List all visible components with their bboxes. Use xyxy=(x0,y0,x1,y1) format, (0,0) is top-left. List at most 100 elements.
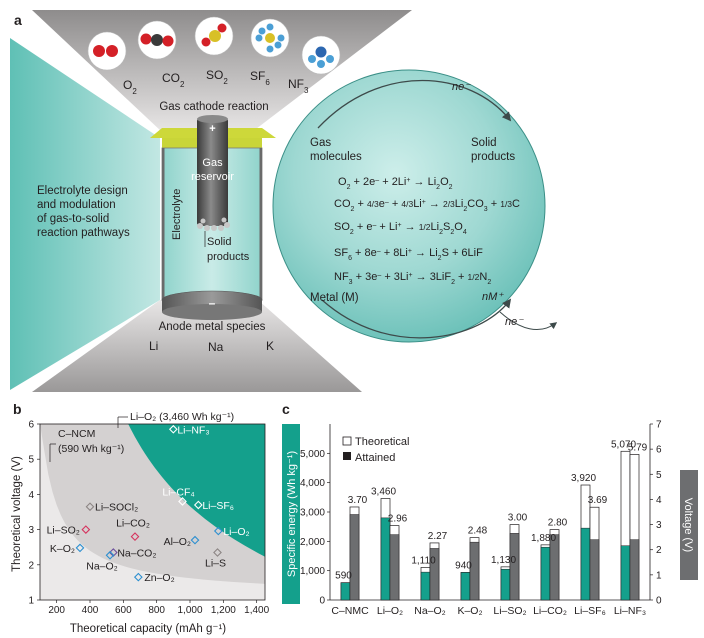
panel-c-energy-label: 1,130 xyxy=(491,555,516,566)
panel-c-voltage-label: 3.00 xyxy=(508,513,528,524)
reaction-sf6: SF6 + 8e– + 8Li+ → Li2S + 6LiF xyxy=(334,247,483,262)
panel-c-voltage-attained-bar xyxy=(469,541,480,601)
panel-c-category-label: Li–O₂ xyxy=(377,605,403,617)
panel-c-label: c xyxy=(282,401,290,417)
gas-molecule-so2 xyxy=(194,16,234,56)
panel-c-category-label: Li–SF₆ xyxy=(574,605,606,617)
panel-c-ylabel-band xyxy=(282,424,300,604)
reaction-sphere: ne⁻ Gas molecules Solid products O2 + 2e… xyxy=(272,69,558,343)
panel-c-y2-tick: 6 xyxy=(656,445,662,456)
panel-c-energy-label: 1,110 xyxy=(411,555,436,566)
panel-c-y-tick: 3,000 xyxy=(300,508,325,519)
panel-c-energy-attained-bar xyxy=(540,546,551,601)
gas-cathode-reaction-label: Gas cathode reaction xyxy=(159,101,268,113)
panel-c-y-tick: 0 xyxy=(319,596,325,607)
panel-c-voltage-attained-bar xyxy=(629,539,640,601)
panel-b-y-tick: 2 xyxy=(28,560,34,571)
panel-c-y2-tick: 5 xyxy=(656,470,662,481)
panel-c-y-tick: 4,000 xyxy=(300,478,325,489)
solid-products-dots xyxy=(197,217,230,231)
panel-b-x-tick: 600 xyxy=(115,605,132,616)
panel-c-voltage-attained-bar xyxy=(389,534,400,601)
panel-c-category-label: Li–NF₃ xyxy=(614,605,646,617)
panel-b-x-tick: 1,200 xyxy=(211,605,236,616)
panel-c-marks: 5903.70C–NMC3,4602.96Li–O₂1,1102.27Na–O₂… xyxy=(331,439,647,617)
panel-c-energy-attained-bar xyxy=(580,527,591,601)
panel-c-energy-label: 3,920 xyxy=(571,473,596,484)
minus-sign: – xyxy=(209,296,216,310)
gas-molecule-o2 xyxy=(87,31,127,71)
c-ncm-label-1: C–NCM xyxy=(58,428,95,440)
metal-fan-area xyxy=(32,300,362,392)
legend-theoretical: Theoretical xyxy=(355,436,409,448)
panel-c-y2-tick: 7 xyxy=(656,420,662,431)
panel-b-ylabel: Theoretical voltage (V) xyxy=(11,456,23,572)
panel-c-energy-label: 5,070 xyxy=(611,439,636,450)
panel-c-y-tick: 5,000 xyxy=(300,449,325,460)
panel-c-voltage-attained-bar xyxy=(549,534,560,601)
panel-b-point-label: Li–SO₂ xyxy=(47,525,80,537)
gas-label-sf6: SF6 xyxy=(250,69,270,87)
panel-b: b Li–NF₃Li–CF₄Li–SF₆Li–O₂Li–SOCl₂Li–SO₂L… xyxy=(11,401,270,635)
panel-b-point-label: Li–SF₆ xyxy=(202,500,234,512)
panel-b-point xyxy=(193,500,203,510)
panel-c-energy-label: 3,460 xyxy=(371,487,396,498)
reservoir-label: reservoir xyxy=(191,171,234,183)
solid-products-line-2: products xyxy=(471,151,515,163)
electrolyte-vertical-label: Electrolyte xyxy=(171,189,183,240)
gas-molecule-nf3 xyxy=(301,35,341,75)
metal-m-label: Metal (M) xyxy=(310,292,359,304)
nm-plus-label: nM⁺ xyxy=(482,291,504,303)
panel-c-y2-tick: 3 xyxy=(656,520,662,531)
panel-c-category-label: Li–SO₂ xyxy=(493,605,526,617)
panel-b-plot-area xyxy=(39,423,266,601)
panel-b-point-label: Li–S xyxy=(205,557,226,569)
panel-b-point xyxy=(213,548,222,557)
panel-a: a O2 CO2 SO2 SF6 NF3 xyxy=(10,8,694,392)
panel-b-x-tick: 400 xyxy=(82,605,99,616)
panel-b-point-label: Na–O₂ xyxy=(86,560,118,572)
panel-c-voltage-label: 2.80 xyxy=(548,518,568,529)
panel-b-point-label: Li–CO₂ xyxy=(116,518,150,530)
panel-b-y-tick: 1 xyxy=(28,596,34,607)
gas-reservoir xyxy=(197,118,228,226)
panel-b-top-callout: Li–O₂ (3,460 Wh kg⁻¹) xyxy=(130,411,234,423)
panel-c-energy-attained-bar xyxy=(620,545,631,601)
electrolyte-design-line-3: of gas-to-solid xyxy=(37,213,109,225)
top-arrow xyxy=(317,79,512,129)
panel-b-x-tick: 800 xyxy=(148,605,165,616)
panel-b-point xyxy=(190,535,200,545)
panel-c-voltage-label: 2.96 xyxy=(388,514,408,525)
panel-b-xlabel: Theoretical capacity (mAh g⁻¹) xyxy=(70,623,226,635)
panel-b-point xyxy=(85,502,95,512)
panel-b-y-tick: 6 xyxy=(28,420,34,431)
panel-b-marks: Li–NF₃Li–CF₄Li–SF₆Li–O₂Li–SOCl₂Li–SO₂Li–… xyxy=(47,424,250,584)
panel-b-point xyxy=(168,424,178,434)
panel-c-y2-tick: 1 xyxy=(656,570,662,581)
panel-c-energy-label: 1,880 xyxy=(531,533,556,544)
electrolyte-design-line-1: Electrolyte design xyxy=(37,185,128,197)
panel-c-category-label: Li–CO₂ xyxy=(533,605,567,617)
panel-b-point-label: Zn–O₂ xyxy=(144,572,174,584)
panel-b-point-label: Li–SOCl₂ xyxy=(95,502,138,514)
electrolyte-wedge xyxy=(10,38,160,390)
panel-c-voltage-label: 3.69 xyxy=(588,495,608,506)
solid-products-line-1: Solid xyxy=(471,137,497,149)
panel-c-voltage-label: 5.79 xyxy=(628,442,648,453)
gas-label: Gas xyxy=(202,157,223,169)
panel-c-voltage-attained-bar xyxy=(429,548,440,601)
panel-c-y2label-band xyxy=(680,470,698,580)
panel-b-y-tick: 5 xyxy=(28,455,34,466)
panel-b-point-label: Al–O₂ xyxy=(164,536,191,548)
panel-b-point xyxy=(213,526,223,536)
panel-c-plot-area xyxy=(329,424,651,601)
panel-b-point-label: Li–O₂ xyxy=(223,526,249,538)
panel-b-point xyxy=(105,550,115,560)
panel-c-y-tick: 1,000 xyxy=(300,566,325,577)
bottom-arrow xyxy=(321,298,512,339)
gas-molecules-line-1: Gas xyxy=(310,137,331,149)
panel-c-energy-attained-bar xyxy=(380,517,391,601)
